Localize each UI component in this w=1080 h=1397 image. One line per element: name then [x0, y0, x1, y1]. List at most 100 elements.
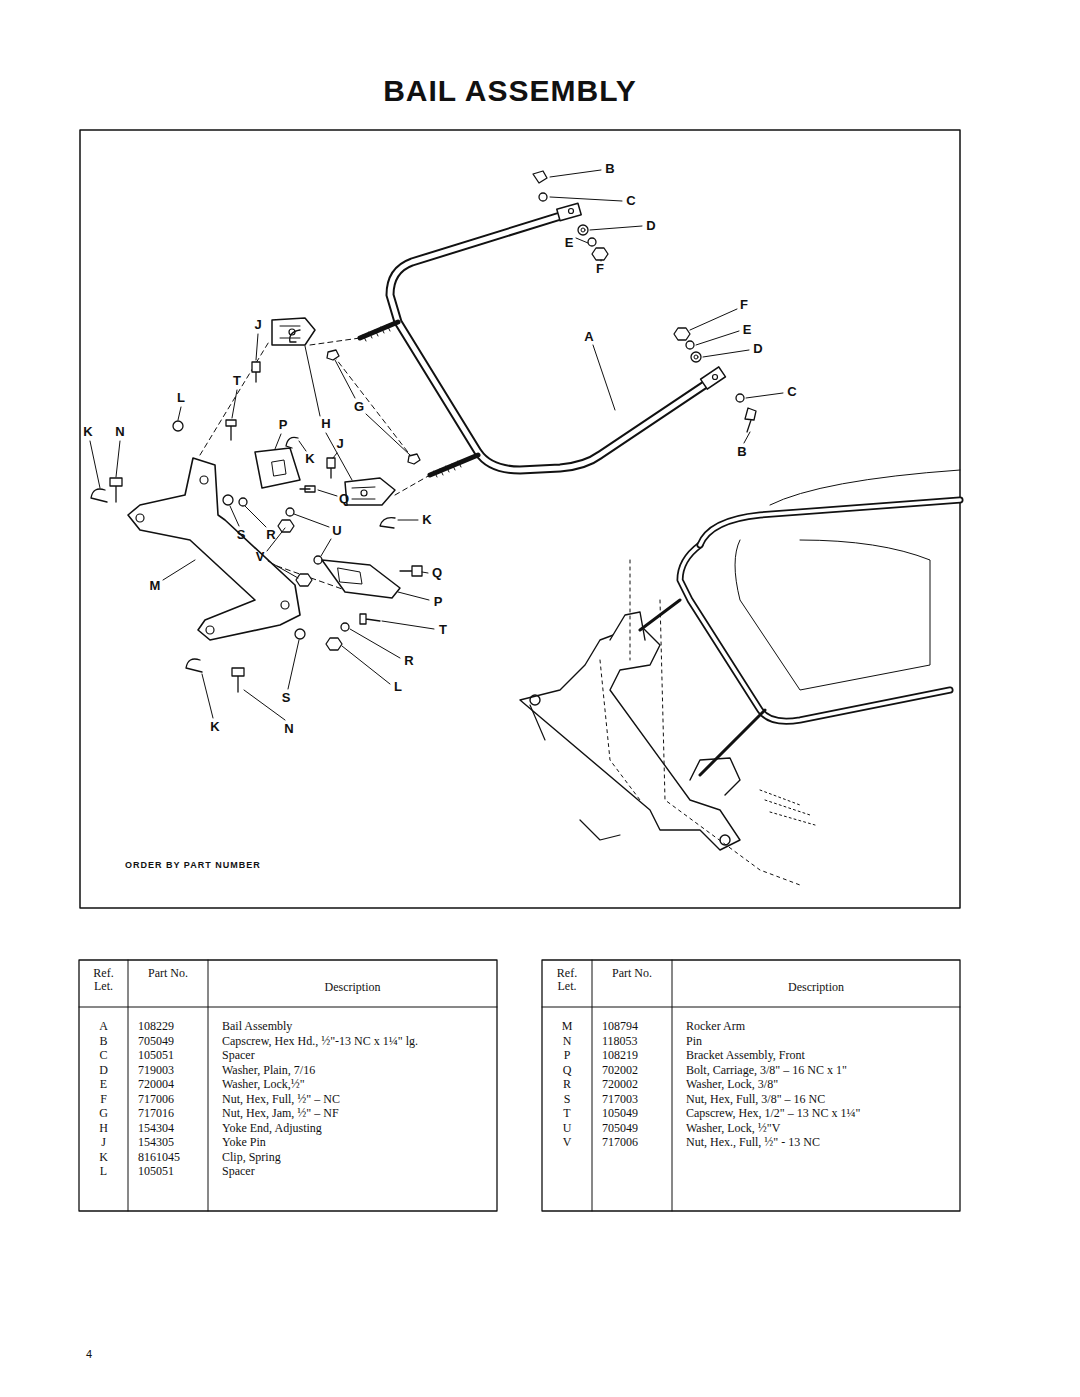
- ref-letter: Q: [546, 1064, 588, 1077]
- part-description: Pin: [686, 1035, 702, 1048]
- part-description: Clip, Spring: [222, 1151, 281, 1164]
- part-number: 720004: [138, 1078, 174, 1091]
- page-title: BAIL ASSEMBLY: [383, 74, 637, 107]
- table-header: Part No.: [596, 967, 668, 980]
- part-description: Capscrew, Hex, 1/2" – 13 NC x 1¼": [686, 1107, 860, 1120]
- ref-letter: D: [83, 1064, 124, 1077]
- ref-letter: R: [546, 1078, 588, 1091]
- part-description: Rocker Arm: [686, 1020, 745, 1033]
- table-header: Ref. Let.: [546, 967, 588, 992]
- part-description: Nut, Hex, Jam, ½" – NF: [222, 1107, 339, 1120]
- ref-letter: T: [546, 1107, 588, 1120]
- callout-letter: U: [332, 524, 341, 538]
- ref-letter: E: [83, 1078, 124, 1091]
- part-number: 717006: [138, 1093, 174, 1106]
- part-number: 105049: [602, 1107, 638, 1120]
- callout-letter: Q: [432, 566, 442, 580]
- callout-letter: D: [646, 219, 655, 233]
- part-description: Nut, Hex., Full, ½" - 13 NC: [686, 1136, 820, 1149]
- part-description: Yoke Pin: [222, 1136, 266, 1149]
- part-number: 719003: [138, 1064, 174, 1077]
- part-number: 118053: [602, 1035, 638, 1048]
- ref-letter: L: [83, 1165, 124, 1178]
- part-number: 717003: [602, 1093, 638, 1106]
- part-number: 105051: [138, 1049, 174, 1062]
- callout-letter: N: [284, 722, 293, 736]
- callout-letter: H: [321, 417, 330, 431]
- callout-letter: L: [394, 680, 402, 694]
- callout-letter: P: [434, 595, 443, 609]
- part-description: Washer, Plain, 7/16: [222, 1064, 315, 1077]
- callout-letter: R: [266, 528, 275, 542]
- part-description: Nut, Hex, Full, 3/8" – 16 NC: [686, 1093, 825, 1106]
- part-number: 717006: [602, 1136, 638, 1149]
- callout-letter: F: [596, 262, 604, 276]
- callout-letter: J: [254, 318, 261, 332]
- part-number: 720002: [602, 1078, 638, 1091]
- callout-letter: S: [237, 528, 246, 542]
- part-description: Washer, Lock, 3/8": [686, 1078, 778, 1091]
- callout-letter: G: [354, 400, 364, 414]
- part-description: Spacer: [222, 1049, 255, 1062]
- callout-letter: N: [115, 425, 124, 439]
- part-number: 705049: [602, 1122, 638, 1135]
- part-number: 105051: [138, 1165, 174, 1178]
- ref-letter: H: [83, 1122, 124, 1135]
- part-number: 154305: [138, 1136, 174, 1149]
- table-header: Description: [208, 981, 497, 994]
- callout-letter: B: [737, 445, 746, 459]
- callout-letter: C: [626, 194, 635, 208]
- ref-letter: V: [546, 1136, 588, 1149]
- ref-letter: J: [83, 1136, 124, 1149]
- ref-letter: B: [83, 1035, 124, 1048]
- callout-letter: L: [177, 391, 185, 405]
- part-description: Yoke End, Adjusting: [222, 1122, 322, 1135]
- part-number: 8161045: [138, 1151, 180, 1164]
- part-number: 108794: [602, 1020, 638, 1033]
- callout-letter: K: [305, 452, 314, 466]
- ref-letter: M: [546, 1020, 588, 1033]
- part-description: Bracket Assembly, Front: [686, 1049, 805, 1062]
- ref-letter: C: [83, 1049, 124, 1062]
- order-note: ORDER BY PART NUMBER: [125, 861, 261, 871]
- ref-letter: U: [546, 1122, 588, 1135]
- callout-letter: C: [787, 385, 796, 399]
- ref-letter: K: [83, 1151, 124, 1164]
- part-description: Bail Assembly: [222, 1020, 292, 1033]
- ref-letter: A: [83, 1020, 124, 1033]
- part-number: 702002: [602, 1064, 638, 1077]
- part-description: Spacer: [222, 1165, 255, 1178]
- callout-letter: D: [753, 342, 762, 356]
- callout-letter: B: [605, 162, 614, 176]
- ref-letter: N: [546, 1035, 588, 1048]
- table-header: Part No.: [132, 967, 204, 980]
- callout-letter: E: [743, 323, 752, 337]
- callout-letter: T: [439, 623, 447, 637]
- table-header: Ref. Let.: [83, 967, 124, 992]
- callout-letter: M: [150, 579, 161, 593]
- part-description: Capscrew, Hex Hd., ½"-13 NC x 1¼" lg.: [222, 1035, 418, 1048]
- part-number: 705049: [138, 1035, 174, 1048]
- part-description: Washer, Lock,½": [222, 1078, 305, 1091]
- callout-letter: F: [740, 298, 748, 312]
- part-description: Nut, Hex, Full, ½" – NC: [222, 1093, 340, 1106]
- ref-letter: S: [546, 1093, 588, 1106]
- callout-letter: E: [565, 236, 574, 250]
- callout-letter: T: [233, 374, 241, 388]
- callout-letter: Q: [339, 492, 349, 506]
- callout-letter: K: [83, 425, 92, 439]
- callout-letter: V: [256, 550, 265, 564]
- part-number: 108229: [138, 1020, 174, 1033]
- page-number: 4: [86, 1348, 92, 1360]
- callout-letter: R: [404, 654, 413, 668]
- part-description: Washer, Lock, ½"V: [686, 1122, 780, 1135]
- callout-letter: K: [210, 720, 219, 734]
- callout-letter: K: [422, 513, 431, 527]
- callout-letter: S: [282, 691, 291, 705]
- ref-letter: F: [83, 1093, 124, 1106]
- part-number: 108219: [602, 1049, 638, 1062]
- part-number: 717016: [138, 1107, 174, 1120]
- ref-letter: P: [546, 1049, 588, 1062]
